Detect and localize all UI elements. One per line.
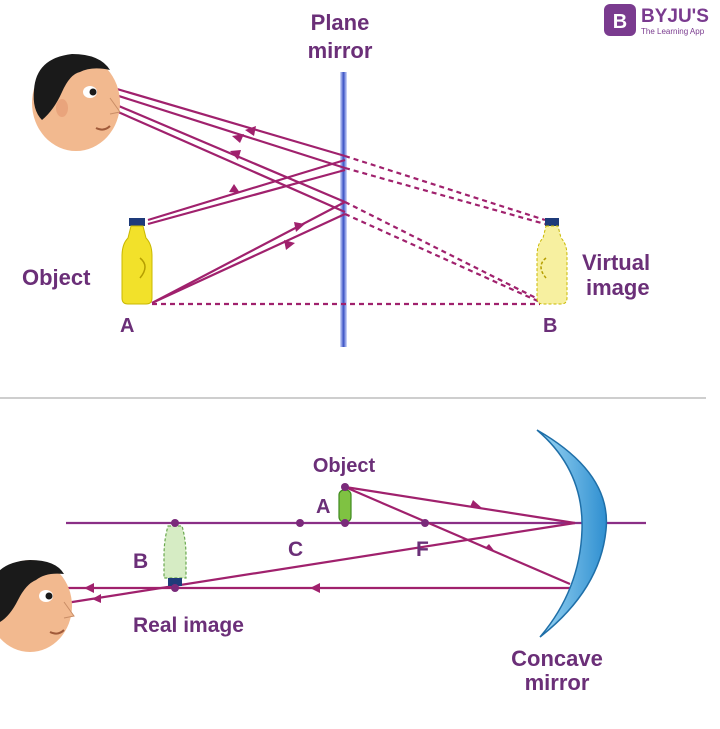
ray-object-bottom-2 [151,213,346,304]
real-image-bottle [163,525,187,586]
virtual-image-bottle [536,218,568,305]
bottom-point-a: A [316,496,330,518]
dash-4 [344,212,541,304]
arrow-2 [232,134,244,143]
arrow-b2 [486,544,496,553]
top-point-b: B [543,315,557,337]
brand-logo: B BYJU'S The Learning App [604,4,709,36]
plane-mirror-section: Plane mirror [22,10,650,347]
image-bottom-point [171,584,179,592]
observer-face-icon [32,54,121,151]
object-bottle [121,218,153,305]
real-image-label: Real image [133,614,244,637]
observer-face-bottom-icon [0,560,75,652]
plane-mirror-label-line1: Plane [311,10,370,35]
virtual-image-label-line2: image [586,275,650,300]
arrow-b1 [470,500,482,508]
ray-object-to-pole [344,485,576,525]
arrow-5 [294,222,305,232]
brand-logo-badge [604,4,636,36]
arrow-3 [230,150,241,160]
ray-reflected-from-pole [65,521,576,605]
brand-logo-letter: B [613,11,627,33]
concave-mirror-label-line1: Concave [511,646,603,671]
concave-mirror-section: Concave mirror Object A C F B Real image [0,429,646,695]
ray-object-through-focus [344,485,571,586]
arrow-6 [284,240,295,250]
arrow-1 [245,126,256,136]
bottom-object-label: Object [313,455,376,477]
small-object [338,489,352,523]
image-top-point [171,519,179,527]
ray-object-bottom-1 [151,201,346,304]
dash-1 [344,154,546,222]
ray-eye-1 [99,82,346,158]
dash-2 [344,166,546,226]
virtual-image-label-line1: Virtual [582,250,650,275]
concave-rays [65,485,576,605]
plane-mirror-label-line2: mirror [308,38,373,63]
reflected-rays [99,82,346,304]
ray-eye-4 [99,102,346,214]
arrow-b4 [84,583,94,593]
ray-eye-3 [99,96,346,204]
object-base-point [341,519,349,527]
brand-name: BYJU'S [641,6,709,27]
top-point-a: A [120,315,134,337]
ray-object-top-1 [147,158,346,222]
focus-point [421,519,429,527]
center-of-curvature-point [296,519,304,527]
virtual-ray-extensions [152,154,546,306]
concave-mirror [536,429,608,638]
arrow-b3 [310,583,320,593]
object-top-point [341,483,349,491]
brand-tagline: The Learning App [641,27,705,36]
bottom-point-b: B [133,550,148,573]
bottom-point-c: C [288,538,303,561]
plane-mirror [340,72,347,347]
dash-3 [344,201,541,301]
arrow-4 [229,184,240,193]
concave-mirror-label-line2: mirror [525,670,590,695]
arrow-b5 [92,594,101,603]
ray-eye-2 [99,88,346,170]
top-object-label: Object [22,265,91,290]
bottom-point-f: F [416,538,429,561]
ray-object-top-2 [147,168,346,226]
